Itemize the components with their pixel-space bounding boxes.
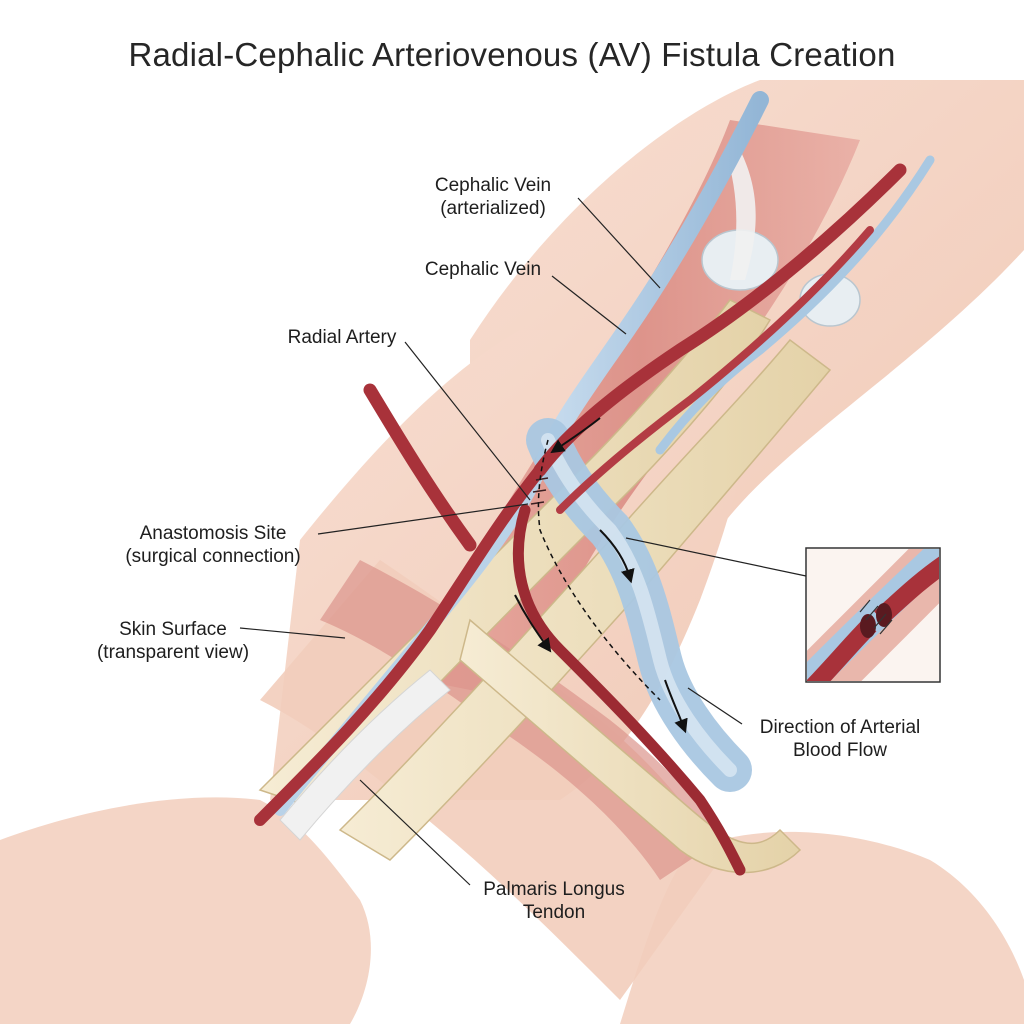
- dashed-flow-path: [537, 439, 661, 701]
- leader-palmaris: [359, 779, 471, 886]
- anastomosis-stitches: [530, 477, 549, 505]
- label-line: Anastomosis Site: [139, 523, 287, 544]
- radial-artery-distal: [512, 504, 746, 876]
- leader-anastomosis: [317, 503, 529, 535]
- flow-arrow-2: [599, 529, 635, 584]
- flow-arrow-1: [550, 417, 601, 454]
- label-line: Radial Artery: [287, 327, 397, 348]
- radial-artery-upper: [533, 163, 907, 477]
- leader-flow: [687, 687, 743, 725]
- label-line: Cephalic Vein: [434, 175, 552, 196]
- leader-skin-surface: [239, 627, 346, 639]
- label-direction-of-flow: Direction of Arterial Blood Flow: [742, 716, 938, 762]
- hand-left: [0, 797, 371, 1024]
- label-line: (surgical connection): [125, 546, 301, 567]
- leader-inset: [625, 537, 807, 577]
- label-line: (transparent view): [96, 642, 250, 663]
- leader-radial-artery: [404, 341, 531, 501]
- label-skin-surface: Skin Surface (transparent view): [78, 618, 268, 664]
- ulnar-artery: [556, 226, 874, 514]
- label-palmaris-longus: Palmaris Longus Tendon: [466, 878, 642, 924]
- label-line: (arterialized): [440, 198, 546, 219]
- label-line: Direction of Arterial: [759, 717, 921, 738]
- label-line: Skin Surface: [119, 619, 227, 640]
- label-cephalic-vein: Cephalic Vein: [408, 258, 558, 281]
- upper-tendon: [725, 150, 756, 280]
- label-anastomosis-site: Anastomosis Site (surgical connection): [108, 522, 318, 568]
- label-line: Cephalic Vein: [424, 259, 542, 280]
- label-line: Tendon: [522, 902, 586, 923]
- page-title: Radial-Cephalic Arteriovenous (AV) Fistu…: [128, 36, 896, 73]
- palmaris-longus-tendon: [279, 669, 451, 841]
- hand-right: [620, 831, 1024, 1024]
- flow-arrow-3: [664, 679, 688, 734]
- cephalic-vein-branch: [655, 155, 935, 455]
- radial-artery-lower: [254, 464, 546, 826]
- crossing-arm-skin: [260, 560, 720, 1000]
- arterialized-vein-highlight: [541, 433, 737, 777]
- label-cephalic-vein-arterialized: Cephalic Vein (arterialized): [418, 174, 568, 220]
- crossing-bone: [459, 618, 802, 874]
- cephalic-vein-upper: [536, 91, 769, 469]
- severed-artery: [363, 383, 477, 552]
- label-radial-artery: Radial Artery: [272, 326, 412, 349]
- leader-cephalic: [551, 275, 627, 335]
- label-line: Palmaris Longus: [483, 879, 625, 900]
- leader-lines: [239, 197, 807, 886]
- label-line: Blood Flow: [793, 740, 887, 761]
- flow-arrow-4: [514, 594, 552, 653]
- leader-cephalic-arterialized: [577, 197, 661, 289]
- inset-detail: [805, 547, 941, 683]
